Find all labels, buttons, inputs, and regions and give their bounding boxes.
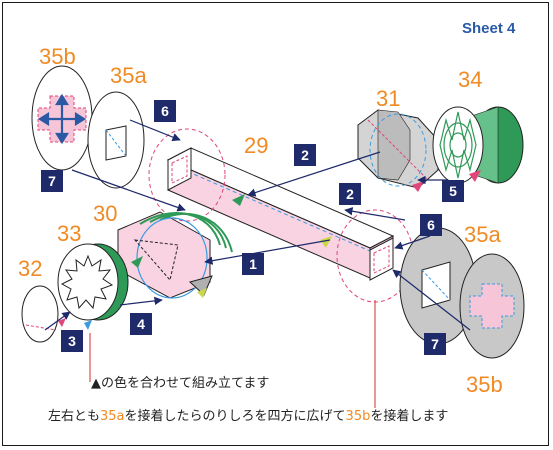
label-30: 30 [93,201,117,226]
svg-text:1: 1 [249,256,257,272]
svg-text:3: 3 [68,333,76,349]
svg-text:2: 2 [301,147,309,163]
step-badge-2-lower: 2 [339,183,361,205]
part-29-box [166,147,395,279]
part-31-drum [357,109,439,192]
part-35b-top-disk [31,65,93,171]
label-35a-top: 35a [110,63,147,88]
label-32: 32 [18,256,42,281]
step-badge-6-right: 6 [420,214,442,236]
align-note: ▲の色を合わせて組み立てます [91,375,269,391]
svg-text:6: 6 [427,217,435,233]
label-34: 34 [458,67,482,92]
svg-text:7: 7 [431,336,439,352]
svg-text:5: 5 [449,183,457,199]
svg-text:4: 4 [137,316,145,332]
step-badge-1: 1 [242,253,264,275]
step-badge-6-top: 6 [154,100,176,122]
label-33: 33 [57,221,81,246]
label-35b-bottom: 35b [466,372,503,397]
left-end-cap [148,128,226,222]
step-badge-3: 3 [61,330,83,352]
step-badge-2-upper: 2 [294,144,316,166]
part-30-drum [117,211,233,299]
sheet-label: Sheet 4 [462,20,516,37]
svg-text:7: 7 [48,173,56,189]
step-badge-4: 4 [130,313,152,335]
assembly-arrows [44,119,471,331]
label-35b-top: 35b [39,44,76,69]
part-35a-right-disk [399,227,477,345]
label-31: 31 [376,86,400,111]
label-29: 29 [244,133,268,158]
bottom-instruction: 左右とも35aを接着したらのりしろを四方に広げて35bを接着します [48,408,448,424]
step-badge-7-left: 7 [41,170,63,192]
svg-text:6: 6 [161,103,169,119]
step-badge-7-bottom: 7 [424,333,446,355]
part-35a-top-disk [87,91,145,189]
part-35b-right-disk [459,253,525,359]
svg-text:2: 2 [346,186,354,202]
step-badge-5: 5 [442,180,464,202]
label-35a-right: 35a [464,222,501,247]
part-32-disk [21,285,66,343]
part-34-gear [432,106,524,184]
part-33-gear [57,243,129,330]
